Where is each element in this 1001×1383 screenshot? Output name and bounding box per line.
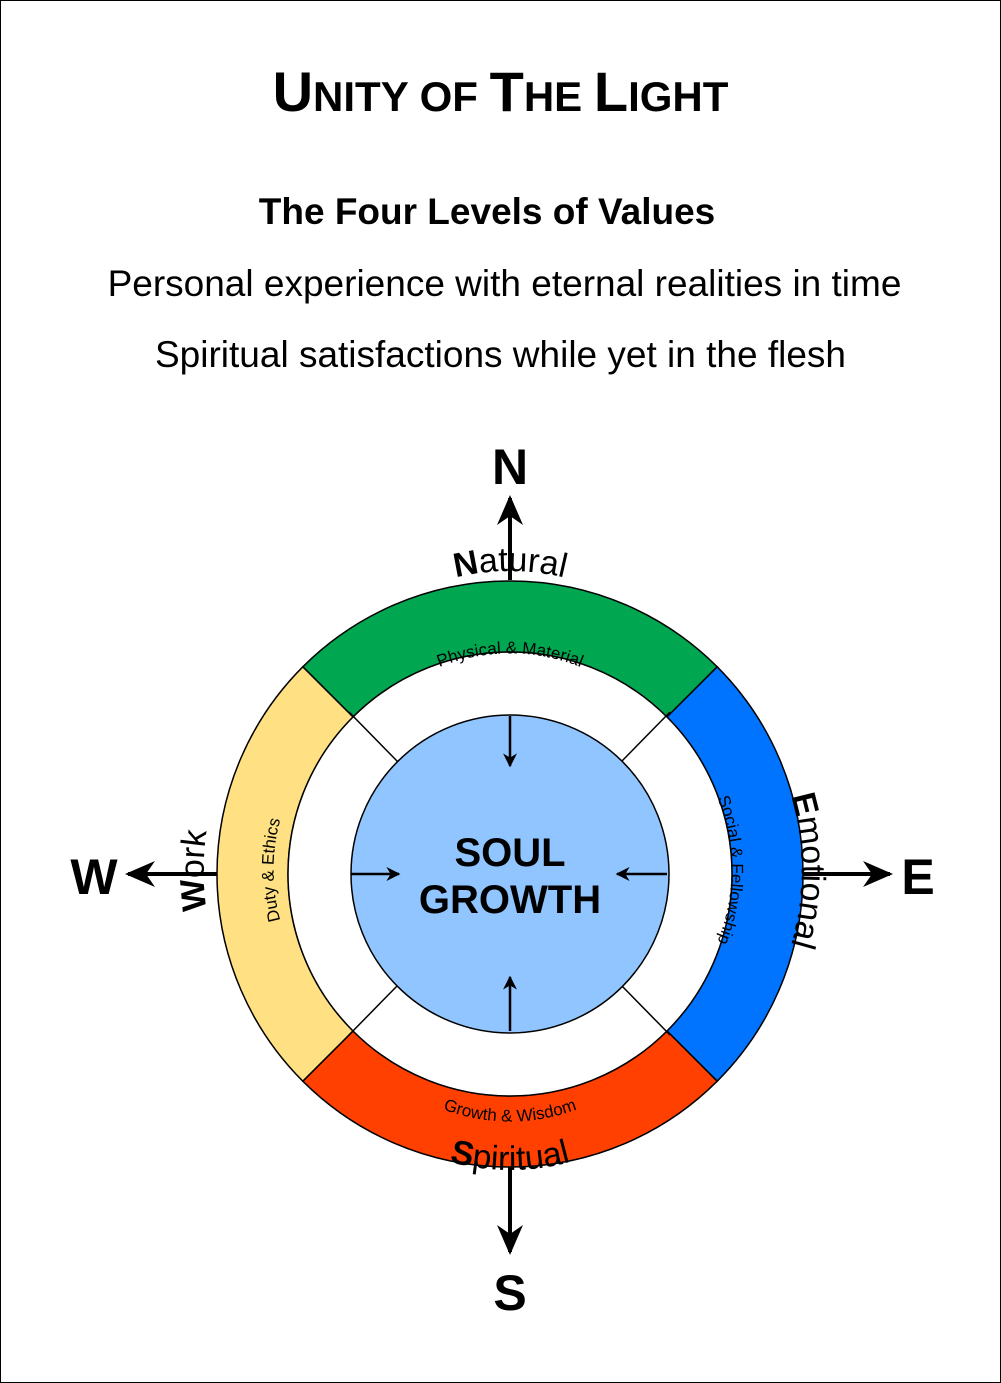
compass-north: N <box>492 439 528 495</box>
outer-label-west: Work <box>173 826 214 912</box>
title-part: NITY OF <box>313 73 490 120</box>
tagline-1: Personal experience with eternal realiti… <box>107 263 902 304</box>
compass-east: E <box>901 849 934 905</box>
title-part: IGHT <box>628 73 729 120</box>
outer-label-south-rest: piritual <box>470 1133 572 1178</box>
outer-label-west-initial: W <box>173 877 214 913</box>
title-part: U <box>272 60 314 123</box>
center-label-line-2: GROWTH <box>419 878 601 922</box>
outer-label-north-initial: N <box>450 543 481 585</box>
compass-south: S <box>493 1265 526 1321</box>
page-subtitle: The Four Levels of Values <box>258 191 716 232</box>
outer-label-west-rest: ork <box>174 826 215 878</box>
title-part: L <box>593 60 629 123</box>
page-title: UNITY OF THE LIGHT <box>0 64 1001 120</box>
center-label-line-1: SOUL <box>454 831 565 875</box>
title-part: HE <box>523 73 594 120</box>
outer-label-north: Natural <box>450 541 571 585</box>
tagline-2: Spiritual satisfactions while yet in the… <box>154 334 846 375</box>
outer-label-north-rest: atural <box>477 541 571 585</box>
inner-ring-dividers <box>348 711 671 1036</box>
title-part: T <box>489 60 524 123</box>
compass-west: W <box>70 849 118 905</box>
outer-ring <box>216 580 804 1168</box>
